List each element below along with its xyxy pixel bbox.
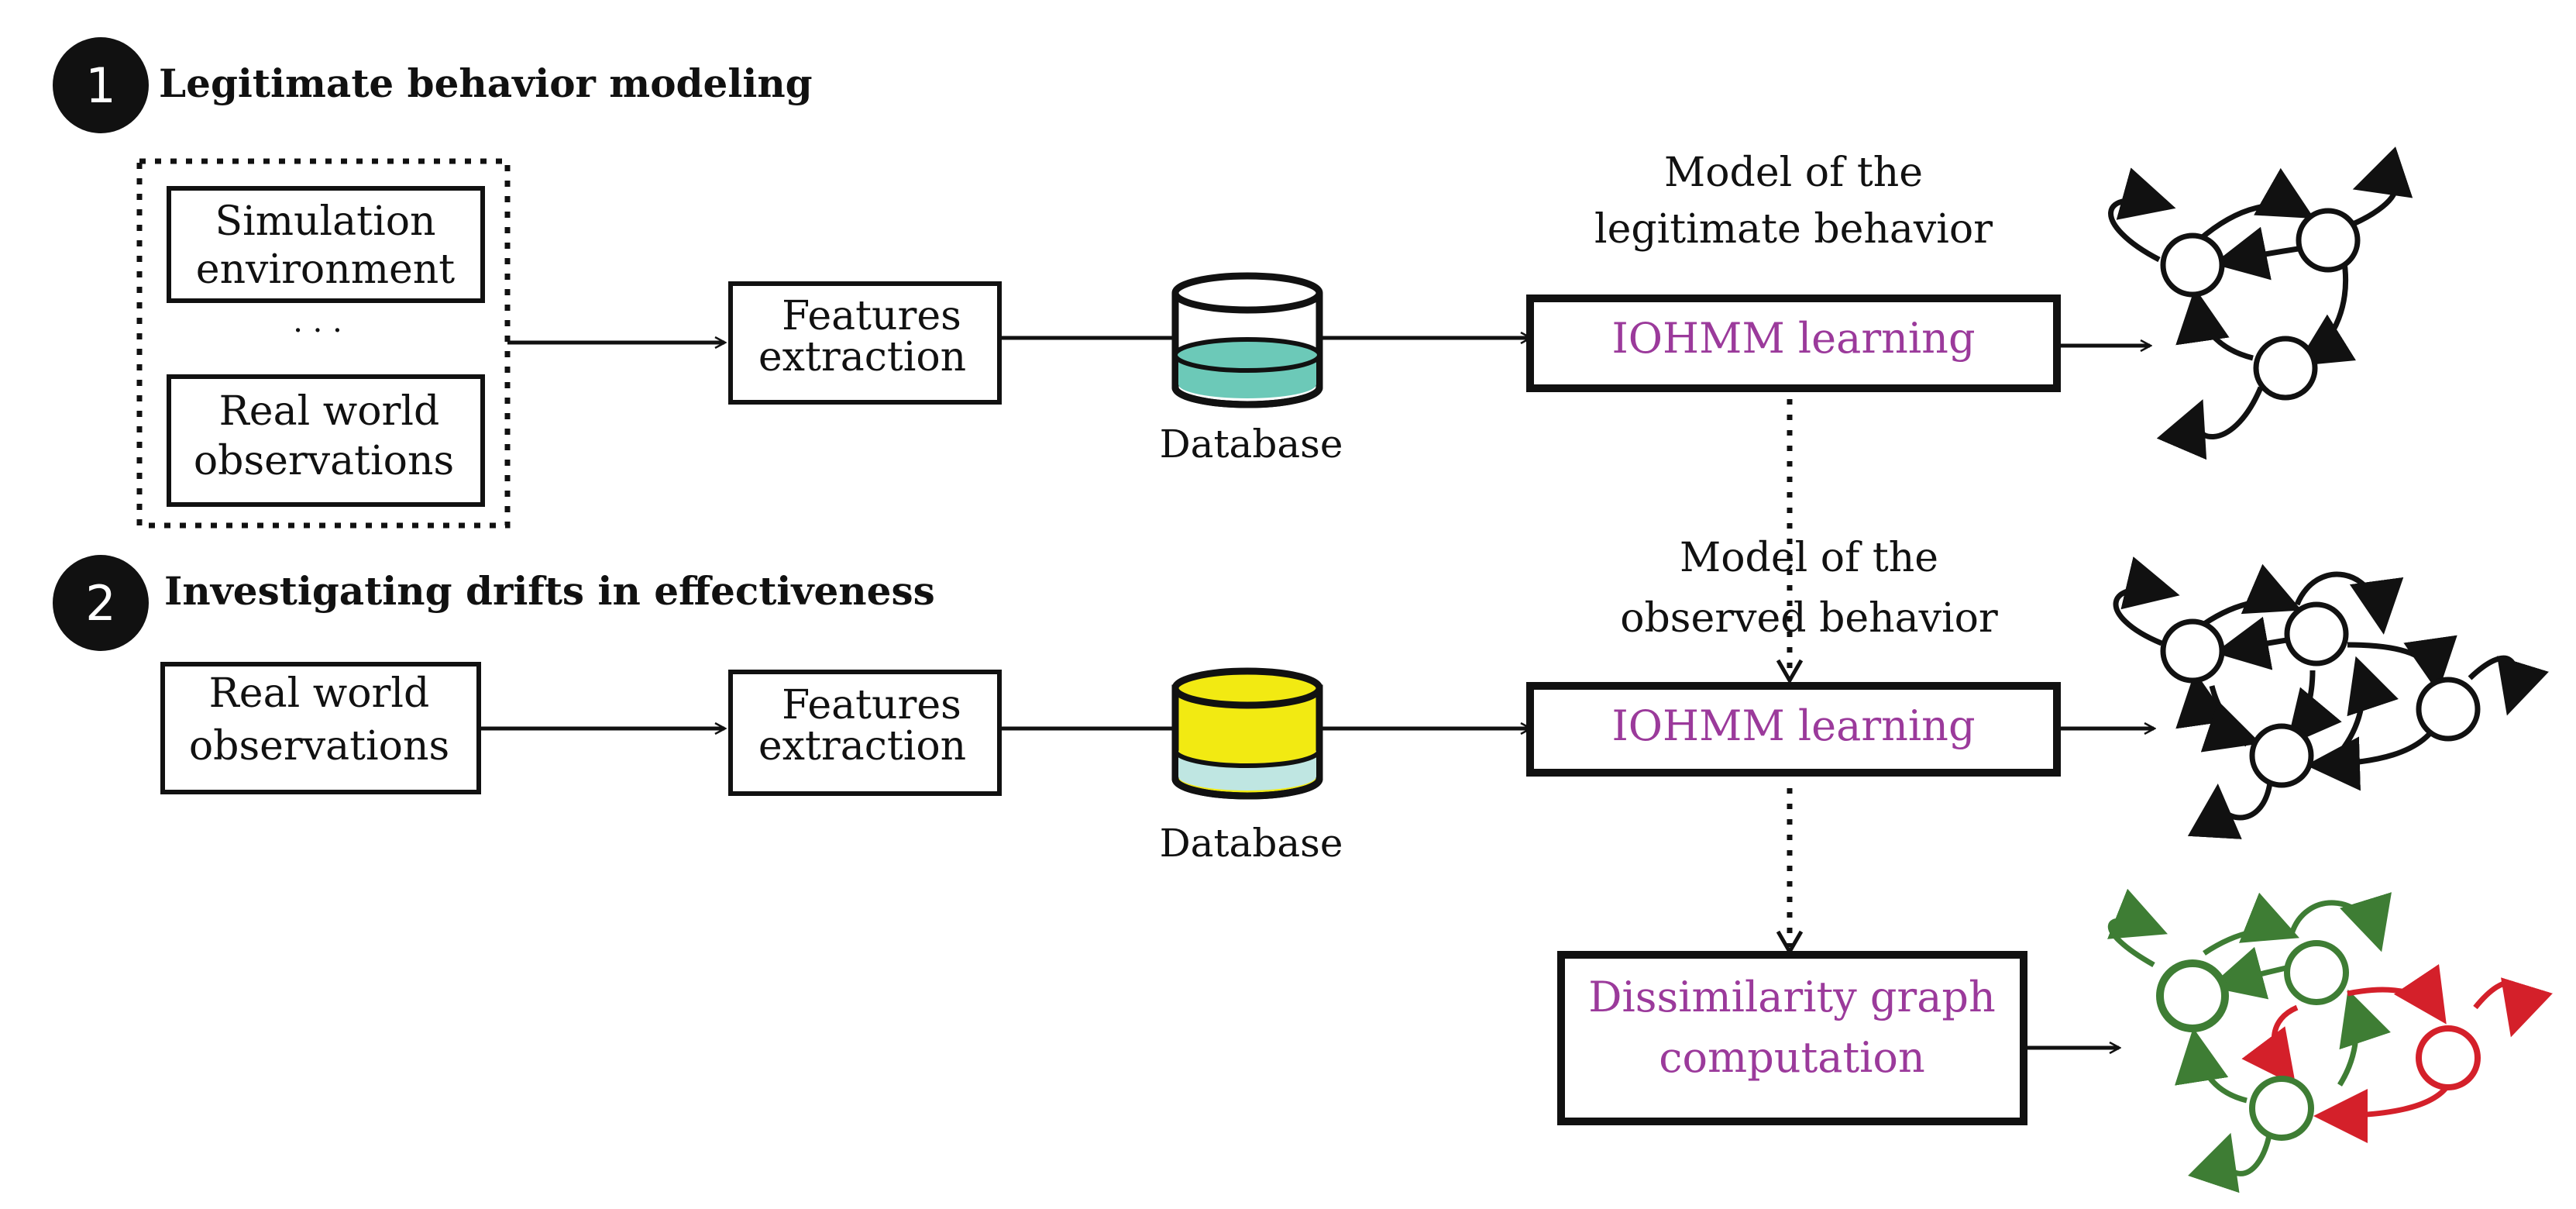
graph1-edge-a-b — [2196, 167, 2315, 243]
features-2-line1: Features — [782, 682, 961, 728]
graph1-edge-b-a — [2213, 226, 2304, 281]
graph3-self-loop-b — [2289, 892, 2392, 952]
step-2-number: 2 — [85, 575, 115, 632]
graph3-edge-b-d — [2347, 963, 2447, 1025]
iohmm-learning-1: IOHMM learning — [1526, 294, 2061, 392]
graph1-self-loop-a — [2108, 167, 2176, 263]
step-1-title: Legitimate behavior modeling — [159, 60, 813, 106]
graph2-edge-a-c — [2200, 685, 2261, 753]
graph2-self-loop-a — [2113, 556, 2180, 646]
step-1-number: 1 — [85, 57, 115, 114]
database-2-top — [1171, 667, 1323, 709]
step-1-badge — [53, 37, 149, 133]
features-extraction-2: Features extraction — [728, 670, 1002, 796]
graph3-node-a — [2156, 959, 2229, 1032]
iohmm-box-1 — [1526, 294, 2061, 392]
real-world-source-2: Real world observations — [160, 662, 481, 794]
graph3-edge-c-a — [2175, 1028, 2248, 1104]
features-extraction-box-1 — [728, 281, 1002, 405]
sources-dotted-frame — [136, 158, 511, 529]
step-2-header: 2 Investigating drifts in effectiveness — [53, 555, 935, 651]
observed-model-graph — [2113, 556, 2549, 839]
features-label-line1: Features — [782, 293, 961, 339]
model-legitimate-line2: legitimate behavior — [1594, 206, 1993, 253]
graph3-node-b — [2284, 940, 2349, 1005]
step-1-header: 1 Legitimate behavior modeling — [53, 37, 813, 133]
legitimate-model-graph — [2108, 146, 2413, 460]
real-world-box-1 — [167, 374, 485, 507]
data-sources-group: Simulation environment · · · Real world … — [136, 158, 511, 529]
features-extraction-box-2 — [728, 670, 1002, 796]
model-observed-line2: observed behavior — [1620, 595, 1998, 642]
database-1: Database — [1160, 272, 1343, 467]
iohmm-label-2: IOHMM learning — [1611, 701, 1975, 750]
dissimilarity-line2: computation — [1659, 1033, 1924, 1082]
graph3-self-loop-c — [2188, 1131, 2273, 1194]
simulation-label-line1: Simulation — [215, 198, 435, 245]
graph2-self-loop-b — [2294, 571, 2404, 635]
graph1-node-a — [2160, 232, 2225, 298]
graph2-edge-c-b — [2341, 656, 2399, 750]
database-2-label: Database — [1160, 821, 1343, 866]
graph3-node-d — [2416, 1025, 2481, 1090]
database-1-label: Database — [1160, 422, 1343, 467]
graph1-edge-c-a — [2175, 288, 2254, 361]
graph2-edge-b-d — [2347, 635, 2457, 693]
database-1-band — [1173, 337, 1322, 373]
iohmm-learning-2: IOHMM learning — [1526, 682, 2061, 777]
simulation-label-line2: environment — [196, 246, 455, 293]
features-label-line2: extraction — [758, 334, 966, 381]
graph1-edge-b-c — [2296, 257, 2357, 367]
real-world-2-line2: observations — [189, 723, 449, 770]
simulation-environment-box — [167, 186, 485, 303]
dissimilarity-graph — [2107, 888, 2553, 1194]
graph2-edge-a-b — [2203, 563, 2302, 626]
graph3-edge-b-a — [2209, 946, 2290, 1000]
graph1-node-b — [2296, 208, 2361, 273]
real-world-2-line1: Real world — [209, 670, 430, 717]
graph3-edge-d-c — [2313, 1083, 2450, 1143]
graph2-node-c — [2249, 723, 2314, 788]
step-2-title: Investigating drifts in effectiveness — [164, 568, 935, 614]
graph2-node-a — [2160, 618, 2225, 684]
graph3-node-c — [2249, 1076, 2314, 1141]
graph3-edge-c-b — [2337, 989, 2391, 1087]
features-extraction-1: Features extraction — [728, 281, 1002, 405]
sources-ellipsis: · · · — [293, 313, 342, 349]
graph2-node-b — [2284, 601, 2349, 666]
graph3-edge-b-c — [2241, 1004, 2299, 1087]
graph2-node-d — [2416, 677, 2481, 742]
graph1-node-c — [2253, 336, 2318, 401]
graph2-self-loop-c — [2187, 782, 2273, 839]
graph1-self-loop-b — [2350, 146, 2413, 228]
graph1-self-loop-c — [2156, 386, 2264, 460]
database-2: Database — [1160, 667, 1343, 866]
iohmm-label-1: IOHMM learning — [1611, 314, 1975, 363]
graph2-edge-b-a — [2214, 616, 2292, 670]
features-2-line2: extraction — [758, 723, 966, 770]
model-observed-line1: Model of the — [1680, 535, 1938, 581]
dissimilarity-computation: Dissimilarity graph computation — [1557, 951, 2027, 1125]
real-world-label-line1: Real world — [219, 388, 440, 435]
model-legitimate-line1: Model of the — [1664, 150, 1923, 196]
step-2-badge — [53, 555, 149, 651]
graph3-self-loop-d — [2473, 977, 2553, 1038]
database-1-fill — [1178, 355, 1316, 398]
dissimilarity-box — [1557, 951, 2027, 1125]
dissimilarity-line1: Dissimilarity graph — [1588, 973, 1996, 1021]
database-1-top — [1171, 272, 1323, 314]
graph3-edge-a-b — [2203, 892, 2300, 956]
iohmm-box-2 — [1526, 682, 2061, 777]
real-world-label-line2: observations — [194, 438, 454, 484]
database-2-lower-fill — [1178, 750, 1316, 790]
graph3-self-loop-a — [2107, 888, 2168, 968]
graph2-self-loop-d — [2468, 655, 2549, 716]
